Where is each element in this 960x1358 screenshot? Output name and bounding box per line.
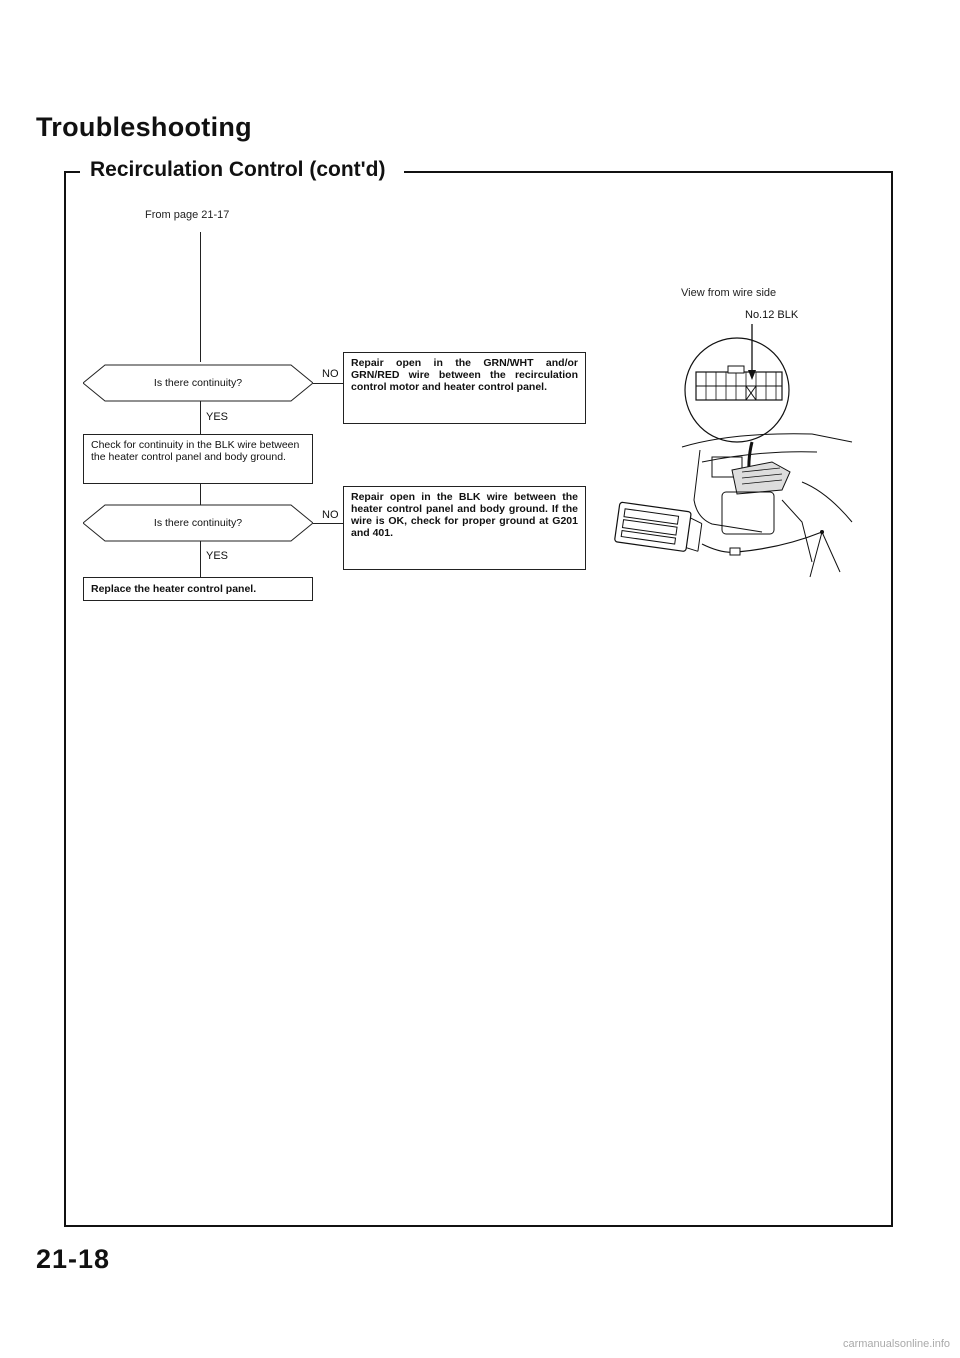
decision-2-yes: YES [206, 550, 229, 562]
content-frame [64, 171, 893, 1227]
section-subtitle: Recirculation Control (cont'd) [90, 158, 386, 181]
connector-illustration [614, 324, 853, 578]
decision-1-text: Is there continuity? [153, 377, 243, 389]
decision-1-yes: YES [206, 411, 229, 423]
repair-box-1: Repair open in the GRN/WHT and/or GRN/RE… [343, 352, 586, 424]
flow-line [200, 541, 201, 577]
from-page-label: From page 21-17 [145, 209, 230, 221]
page-title: Troubleshooting [36, 112, 252, 142]
decision-diamond-2 [83, 504, 313, 542]
repair-box-2: Repair open in the BLK wire between the … [343, 486, 586, 570]
flow-line [200, 232, 201, 362]
decision-2-text: Is there continuity? [153, 517, 243, 529]
flow-line [200, 484, 201, 514]
frame-top-left-rule [64, 171, 80, 173]
decision-diamond-1 [83, 364, 313, 402]
page-number: 21-18 [36, 1244, 111, 1274]
frame-top-right-rule [404, 171, 891, 173]
no-branch-line-2 [313, 523, 343, 524]
decision-1-no: NO [322, 368, 339, 380]
flow-line [200, 400, 201, 434]
final-box: Replace the heater control panel. [83, 577, 313, 601]
check-box: Check for continuity in the BLK wire bet… [83, 434, 313, 484]
no-branch-line-1 [313, 383, 343, 384]
terminal-label: No.12 BLK [745, 309, 799, 321]
decision-2-no: NO [322, 509, 339, 521]
footer-watermark: carmanualsonline.info [842, 1338, 950, 1350]
view-label: View from wire side [681, 287, 777, 299]
